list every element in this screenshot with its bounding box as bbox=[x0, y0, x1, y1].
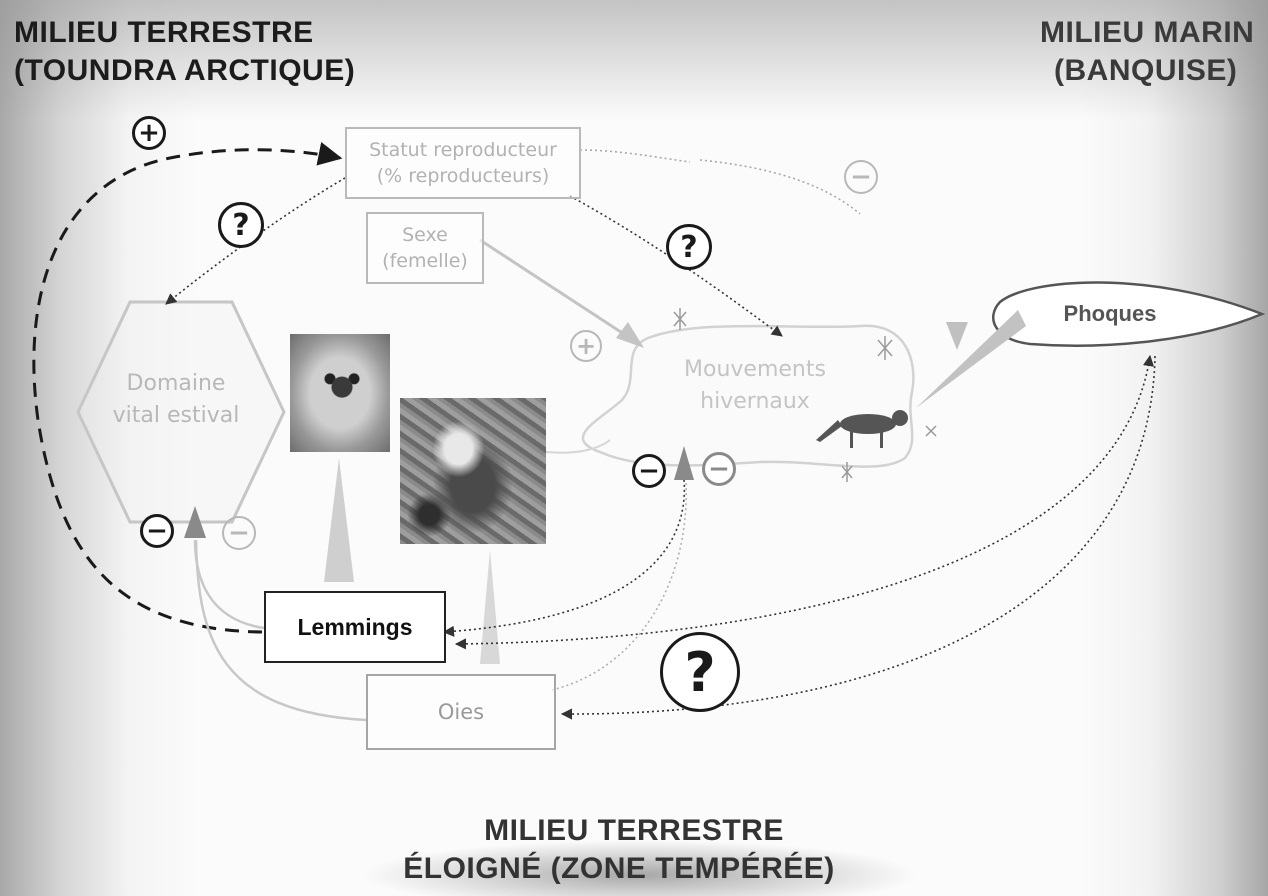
question-sign-statut-domaine: ? bbox=[218, 202, 264, 248]
region-remote-line1: MILIEU TERRESTRE bbox=[484, 814, 784, 847]
region-remote-line2: ÉLOIGNÉ (ZONE TEMPÉRÉE) bbox=[403, 852, 835, 885]
node-mouvements-line1: Mouvements bbox=[684, 357, 826, 382]
node-oies: Oies bbox=[366, 674, 556, 750]
node-domaine-line2: vital estival bbox=[112, 403, 240, 428]
minus-sign-mouvements-right: − bbox=[702, 452, 736, 486]
statut-phoques-faint-dotted bbox=[579, 149, 861, 215]
minus-sign-domaine-right: − bbox=[222, 516, 256, 550]
mouvements-phoques-wedge bbox=[916, 310, 1026, 408]
top-shading bbox=[0, 0, 1268, 120]
minus-sign-faint-top: − bbox=[844, 160, 878, 194]
node-domaine-vital: Domaine vital estival bbox=[92, 360, 260, 440]
region-terrestrial-line1: MILIEU TERRESTRE bbox=[14, 16, 314, 49]
node-sexe-line1: Sexe bbox=[402, 224, 448, 246]
sexe-mouvements-arrowhead bbox=[616, 322, 644, 348]
node-statut-line1: Statut reproducteur bbox=[369, 139, 557, 161]
node-lemmings: Lemmings bbox=[264, 591, 446, 663]
lemmings-statut-dashed-arrow bbox=[32, 142, 343, 634]
region-terrestrial-line2: (TOUNDRA ARCTIQUE) bbox=[14, 54, 356, 87]
region-marine-title: MILIEU MARIN (BANQUISE) bbox=[1040, 14, 1254, 90]
node-sexe: Sexe (femelle) bbox=[366, 212, 484, 284]
region-terrestrial-title: MILIEU TERRESTRE (TOUNDRA ARCTIQUE) bbox=[14, 14, 355, 90]
fox-photo bbox=[290, 334, 390, 452]
region-marine-line1: MILIEU MARIN bbox=[1040, 16, 1255, 49]
oies-fox-wedge bbox=[480, 550, 500, 664]
node-sexe-line2: (femelle) bbox=[382, 250, 468, 272]
node-statut-line2: (% reproducteurs) bbox=[376, 165, 550, 187]
region-remote-title: MILIEU TERRESTRE ÉLOIGNÉ (ZONE TEMPÉRÉE) bbox=[0, 812, 1268, 888]
sexe-mouvements-arrow bbox=[479, 238, 631, 340]
plus-sign-faint-sexe: + bbox=[570, 330, 602, 362]
plus-sign-dark: + bbox=[132, 116, 166, 150]
node-phoques: Phoques bbox=[1063, 301, 1157, 326]
question-sign-statut-mouvements: ? bbox=[666, 224, 712, 270]
node-domaine-line1: Domaine bbox=[126, 371, 226, 396]
oies-domaine-curve bbox=[194, 539, 367, 722]
question-sign-large: ? bbox=[660, 632, 740, 712]
node-mouvements-hivernaux: Mouvements hivernaux bbox=[640, 346, 870, 426]
fox-eating-photo bbox=[400, 398, 546, 544]
phoques-lemmings-dotted bbox=[454, 354, 1155, 650]
fox-silhouette-icon bbox=[816, 410, 908, 448]
lemmings-fox-wedge bbox=[324, 458, 354, 582]
region-marine-line2: (BANQUISE) bbox=[1054, 54, 1238, 87]
ice-crystal-icon bbox=[673, 308, 937, 482]
node-statut-reproducteur: Statut reproducteur (% reproducteurs) bbox=[345, 127, 581, 199]
minus-sign-mouvements-left: − bbox=[632, 454, 666, 488]
minus-sign-domaine-left: − bbox=[140, 514, 174, 548]
bottom-shading bbox=[360, 840, 920, 896]
domaine-up-wedge bbox=[184, 506, 206, 538]
node-mouvements-line2: hivernaux bbox=[700, 389, 810, 414]
phoques-to-mouvements-wedge bbox=[946, 322, 968, 350]
